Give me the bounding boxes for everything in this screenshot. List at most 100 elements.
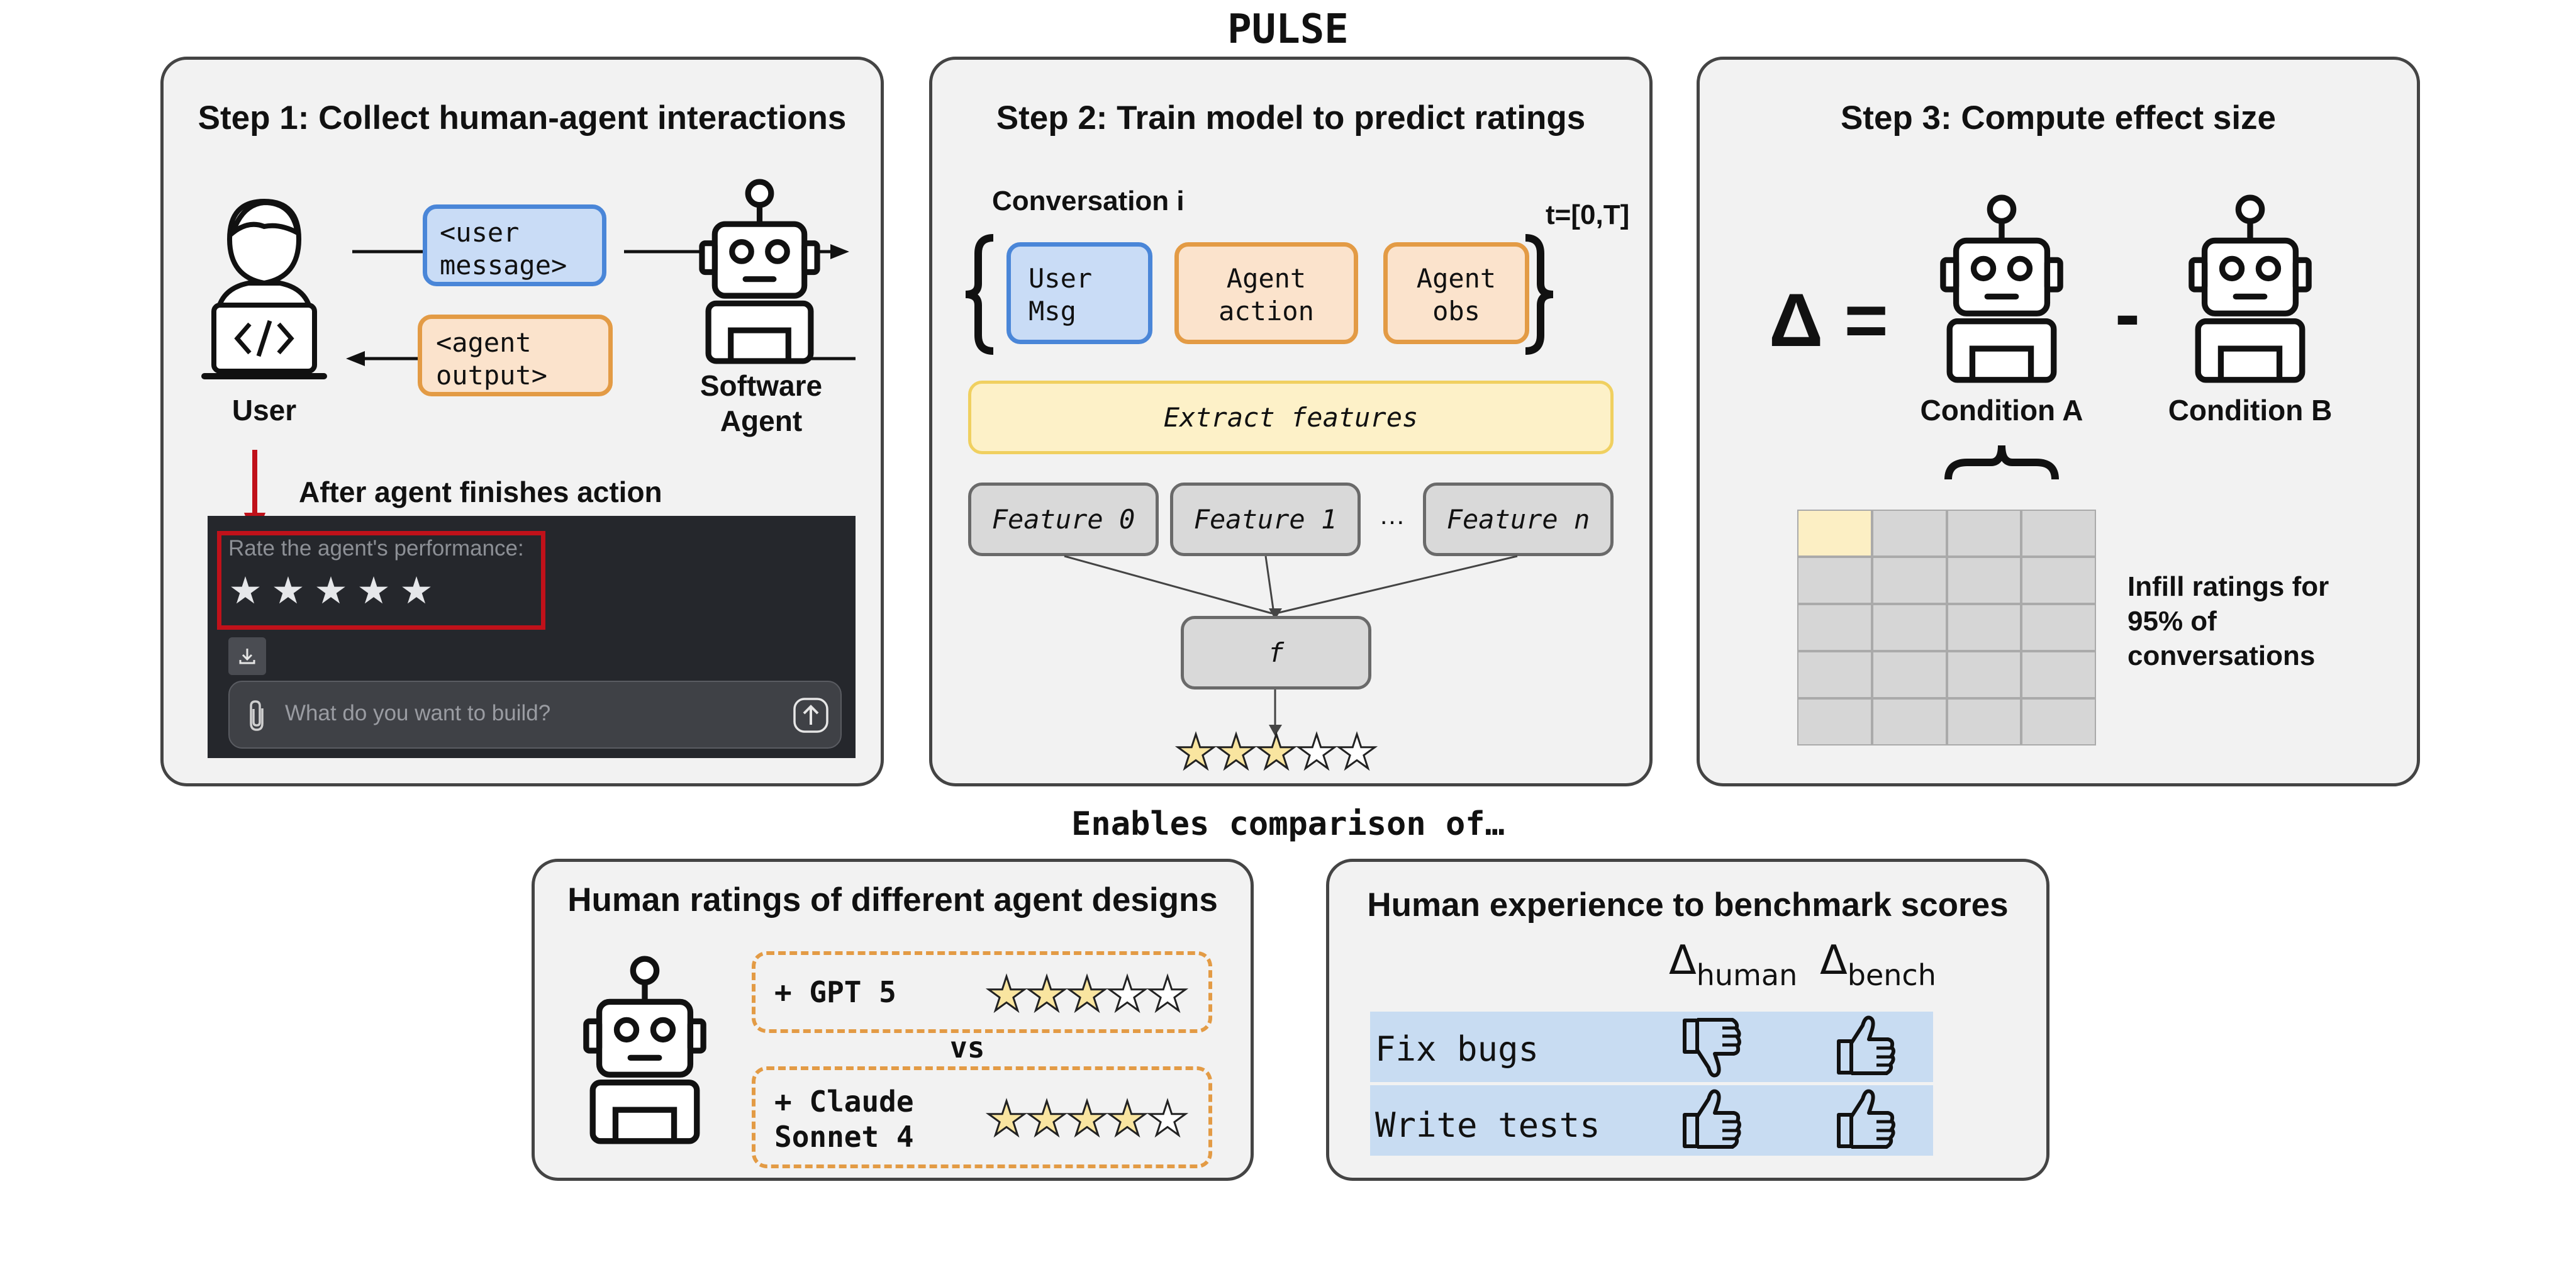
grid-cell: [2021, 651, 2096, 698]
feature-n-box: Feature n: [1423, 483, 1614, 556]
star-empty: [1149, 976, 1185, 1010]
agent-designs-title: Human ratings of different agent designs: [567, 881, 1218, 919]
after-action-label: After agent finishes action: [299, 476, 662, 508]
thumbs-up-icon: [1832, 1086, 1898, 1152]
agent-action-line1: Agent: [1226, 263, 1307, 294]
model-f-box: f: [1181, 616, 1371, 690]
step1-title: Step 1: Collect human-agent interactions: [198, 99, 847, 137]
col-delta-human: Δhuman: [1669, 937, 1797, 992]
minus-sign: -: [2115, 272, 2140, 356]
model-f-label: f: [1268, 637, 1285, 668]
grid-cell: [1871, 557, 1947, 604]
grid-cell-observed: [1797, 510, 1872, 557]
grid-cell: [1946, 651, 2022, 698]
star-filled[interactable]: [359, 576, 388, 604]
star-filled: [1029, 976, 1064, 1010]
infill-line1: Infill ratings for: [2127, 571, 2329, 602]
page-title: PULSE: [1227, 6, 1349, 53]
table-row: Fix bugs: [1370, 1012, 1933, 1082]
star-filled: [1109, 1101, 1145, 1135]
thumbs-up-icon: [1832, 1013, 1898, 1078]
ratings-matrix: [1797, 510, 2096, 745]
enables-comparison-label: Enables comparison of…: [1071, 805, 1505, 843]
grid-cell: [1871, 651, 1947, 698]
agent-action-line2: action: [1218, 296, 1314, 327]
grid-cell: [1946, 698, 2022, 745]
condition-a-brace: [1944, 445, 2059, 480]
grid-cell: [1871, 510, 1947, 557]
agent-designs-panel: Human ratings of different agent designs…: [532, 859, 1254, 1181]
option-claude-line1: + Claude: [774, 1085, 914, 1119]
condition-a-label: Condition A: [1920, 394, 2083, 427]
chat-input-placeholder: What do you want to build?: [285, 701, 551, 725]
grid-cell: [2021, 557, 2096, 604]
robot-icon-designs: [579, 956, 711, 1145]
agent-obs-box: Agent obs: [1383, 242, 1529, 344]
agent-obs-line2: obs: [1432, 296, 1480, 327]
paperclip-icon[interactable]: [245, 700, 270, 732]
send-icon[interactable]: [793, 697, 829, 734]
user-msg-box: User Msg: [1006, 242, 1152, 344]
col-delta-bench: Δbench: [1820, 937, 1936, 992]
row-label: Write tests: [1375, 1105, 1600, 1145]
grid-cell: [1871, 698, 1947, 745]
grid-cell: [2021, 510, 2096, 557]
thumbs-up-icon: [1678, 1086, 1744, 1152]
agent-label-line2: Agent: [720, 405, 803, 437]
infill-note: Infill ratings for 95% of conversations: [2127, 569, 2329, 673]
row-label: Fix bugs: [1375, 1029, 1539, 1069]
col-human-base: Δ: [1669, 937, 1697, 984]
star-filled[interactable]: [316, 576, 345, 604]
star-filled[interactable]: [402, 576, 431, 604]
user-message-line2: message>: [440, 250, 567, 281]
predicted-rating-stars: [1174, 732, 1388, 776]
user-msg-line2: Msg: [1029, 296, 1076, 327]
step2-title: Step 2: Train model to predict ratings: [996, 99, 1586, 137]
rating-highlight: [217, 531, 545, 630]
extract-features-label: Extract features: [1163, 401, 1419, 433]
condition-b-label: Condition B: [2168, 394, 2333, 427]
step2-panel: Step 2: Train model to predict ratings C…: [929, 57, 1653, 786]
benchmark-panel: Human experience to benchmark scores Δhu…: [1326, 859, 2049, 1181]
star-empty: [1339, 734, 1374, 768]
step1-panel: Step 1: Collect human-agent interactions…: [160, 57, 884, 786]
agent-obs-line1: Agent: [1416, 263, 1497, 294]
download-icon[interactable]: [228, 637, 266, 675]
right-brace: [1525, 234, 1554, 355]
col-bench-sub: bench: [1847, 958, 1936, 992]
robot-condition-a-icon: [1936, 195, 2068, 384]
star-filled[interactable]: [231, 576, 260, 604]
grid-cell: [1871, 604, 1947, 651]
robot-icon: [695, 179, 824, 365]
user-label: User: [231, 394, 297, 427]
option-claude-label: + Claude Sonnet 4: [774, 1084, 914, 1154]
infill-line2: 95% of: [2127, 606, 2217, 637]
user-msg-line1: User: [1029, 263, 1093, 294]
grid-cell: [1797, 604, 1872, 651]
option-gpt5-stars: [985, 974, 1199, 1018]
rating-stars[interactable]: [228, 574, 442, 611]
grid-cell: [2021, 604, 2096, 651]
option-gpt5: + GPT 5: [752, 951, 1212, 1033]
grid-cell: [1797, 698, 1872, 745]
feature-1-label: Feature 1: [1193, 503, 1337, 535]
feature-ellipsis: …: [1379, 500, 1405, 530]
user-message-line1: <user: [440, 217, 520, 248]
user-message-box: <user message>: [423, 204, 606, 286]
table-row: Write tests: [1370, 1085, 1933, 1156]
star-filled: [1178, 734, 1213, 768]
star-filled: [1258, 734, 1294, 768]
grid-cell: [1946, 510, 2022, 557]
agent-output-line1: <agent: [436, 327, 532, 358]
grid-cell: [1797, 557, 1872, 604]
option-claude: + Claude Sonnet 4: [752, 1066, 1212, 1168]
star-filled: [1069, 1101, 1105, 1135]
robot-condition-b-icon: [2184, 195, 2316, 384]
infill-line3: conversations: [2127, 640, 2316, 671]
feature-n-label: Feature n: [1446, 503, 1590, 535]
chat-input[interactable]: What do you want to build?: [228, 681, 842, 749]
grid-cell: [1946, 557, 2022, 604]
agent-output-box: <agent output>: [418, 315, 613, 396]
grid-cell: [2021, 698, 2096, 745]
star-filled[interactable]: [274, 576, 303, 604]
